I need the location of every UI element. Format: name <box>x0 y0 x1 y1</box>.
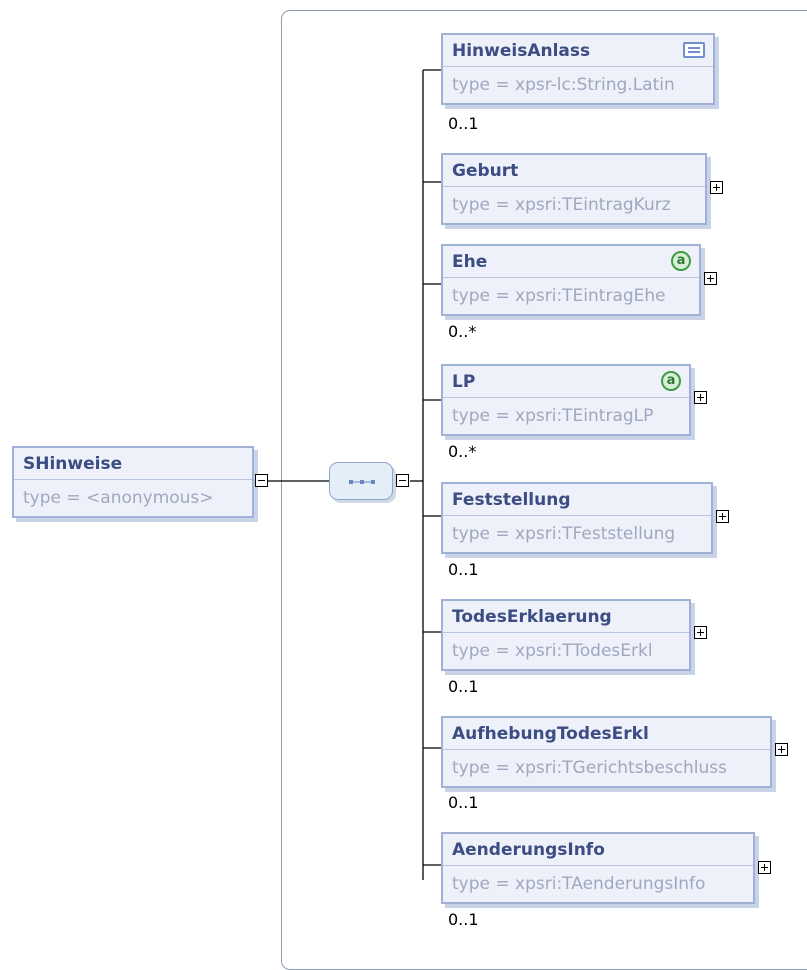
element-name: LP <box>443 366 689 398</box>
occurrence-label: 0..1 <box>448 793 479 812</box>
element-node-feststellung[interactable]: Feststellung type = xpsri:TFeststellung <box>441 482 713 554</box>
connector-lines <box>268 69 441 880</box>
sequence-compositor[interactable] <box>329 462 393 500</box>
element-name: TodesErklaerung <box>443 601 689 633</box>
element-name: AenderungsInfo <box>443 834 753 866</box>
expand-toggle-icon[interactable] <box>710 181 723 194</box>
occurrence-label: 0..1 <box>448 677 479 696</box>
occurrence-label: 0..* <box>448 442 477 461</box>
occurrence-label: 0..* <box>448 322 477 341</box>
element-type: type = xpsri:TEintragKurz <box>452 195 671 215</box>
element-node-ehe[interactable]: Ehe type = xpsri:TEintragEhe a <box>441 244 701 316</box>
expand-toggle-icon[interactable] <box>758 861 771 874</box>
element-node-aenderungsinfo[interactable]: AenderungsInfo type = xpsri:TAenderungsI… <box>441 832 755 904</box>
occurrence-label: 0..1 <box>448 114 479 133</box>
element-node-todeserklaerung[interactable]: TodesErklaerung type = xpsri:TTodesErkl <box>441 599 691 671</box>
element-name: Geburt <box>443 155 705 187</box>
element-name: Feststellung <box>443 484 711 516</box>
element-type: type = xpsri:TEintragLP <box>452 406 654 426</box>
element-type: type = xpsri:TAenderungsInfo <box>452 874 706 894</box>
element-type: type = xpsri:TTodesErkl <box>452 641 653 661</box>
expand-toggle-icon[interactable] <box>694 626 707 639</box>
occurrence-label: 0..1 <box>448 910 479 929</box>
element-node-aufhebungtodeserkl[interactable]: AufhebungTodesErkl type = xpsri:TGericht… <box>441 716 772 788</box>
element-name: AufhebungTodesErkl <box>443 718 770 750</box>
occurrence-label: 0..1 <box>448 560 479 579</box>
element-type: type = xpsri:TFeststellung <box>452 524 676 544</box>
expand-toggle-icon[interactable] <box>694 391 707 404</box>
element-name: Ehe <box>443 246 699 278</box>
element-node-lp[interactable]: LP type = xpsri:TEintragLP a <box>441 364 691 436</box>
expand-toggle-icon[interactable] <box>775 743 788 756</box>
documentation-icon <box>683 42 705 58</box>
element-type: type = xpsr-lc:String.Latin <box>452 75 675 95</box>
element-type: type = xpsri:TGerichtsbeschluss <box>452 758 727 778</box>
element-type: type = <anonymous> <box>23 488 214 508</box>
element-node-geburt[interactable]: Geburt type = xpsri:TEintragKurz <box>441 153 707 225</box>
expand-toggle-icon[interactable] <box>704 272 717 285</box>
element-node-hinweisanlass[interactable]: HinweisAnlass type = xpsr-lc:String.Lati… <box>441 33 715 105</box>
attribute-icon: a <box>661 371 681 391</box>
expand-toggle-icon[interactable] <box>716 510 729 523</box>
collapse-toggle-icon[interactable] <box>396 474 409 487</box>
collapse-toggle-icon[interactable] <box>255 474 268 487</box>
element-type: type = xpsri:TEintragEhe <box>452 286 666 306</box>
sequence-dots-icon <box>349 480 375 484</box>
element-name: HinweisAnlass <box>443 35 713 67</box>
attribute-icon: a <box>671 251 691 271</box>
root-element-node[interactable]: SHinweise type = <anonymous> <box>12 446 254 518</box>
element-name: SHinweise <box>14 448 252 480</box>
